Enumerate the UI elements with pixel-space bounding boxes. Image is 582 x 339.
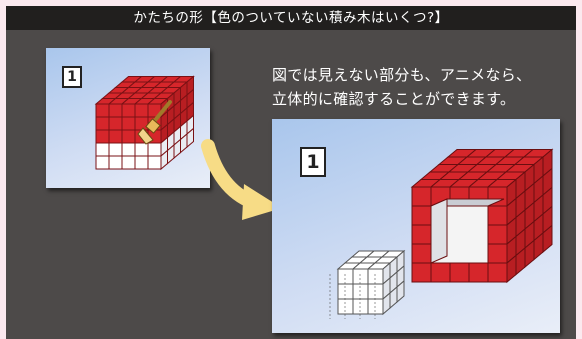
caption-line-1: 図では見えない部分も、アニメなら、 (272, 66, 532, 84)
step-number-badge: 1 (300, 147, 326, 177)
step-panel-large[interactable]: 1 (272, 119, 560, 333)
curved-arrow-icon (201, 139, 282, 220)
paintbrush-icon (137, 100, 172, 145)
painted-cube (94, 75, 195, 171)
content-frame: かたちの形【色のついていない積み木はいくつ?】 1 図では見えない部分も、アニメ… (6, 6, 576, 339)
hollow-red-cube (410, 148, 554, 284)
painted-cube-illustration (94, 75, 195, 171)
page-title: かたちの形【色のついていない積み木はいくつ?】 (6, 6, 576, 30)
caption-line-2: 立体的に確認することができます。 (272, 90, 516, 108)
exploded-cube-illustration (329, 148, 554, 319)
caption: 図では見えない部分も、アニメなら、 立体的に確認することができます。 (272, 63, 572, 111)
step-number-badge: 1 (62, 66, 82, 88)
step-panel-small[interactable]: 1 (46, 48, 210, 188)
unpainted-cubes (329, 249, 406, 319)
